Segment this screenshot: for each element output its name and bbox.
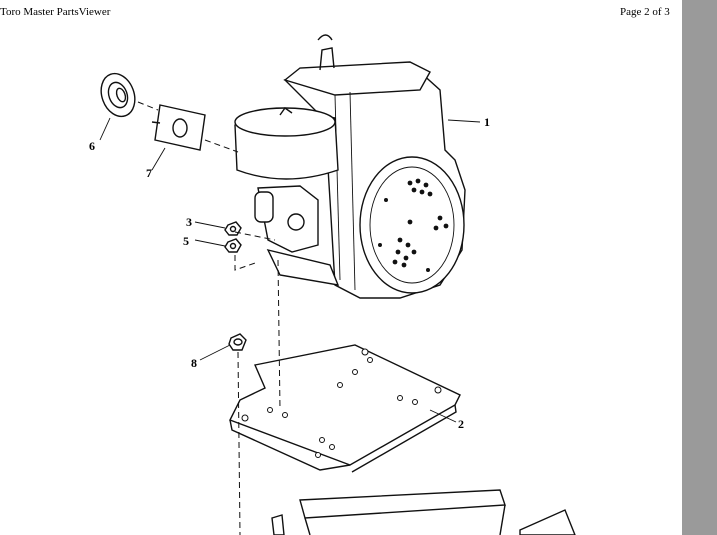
- frame-fragment: [271, 489, 576, 535]
- document-page: Toro Master PartsViewer Page 2 of 3: [0, 6, 670, 535]
- scrollbar[interactable]: [682, 0, 717, 535]
- nut-parts: [224, 221, 242, 253]
- mount-nut-part: [228, 333, 247, 351]
- parts-diagram: 1 2 3 5 6 7 8: [89, 34, 576, 535]
- gasket-part: [151, 104, 206, 151]
- callout-5: 5: [183, 234, 189, 248]
- assembly-lines: [137, 101, 281, 535]
- page-indicator: Page 2 of 3: [620, 6, 670, 18]
- leader-lines: [99, 117, 481, 423]
- mounting-plate: [229, 344, 461, 473]
- callout-8: 8: [191, 356, 197, 370]
- callout-1: 1: [484, 115, 490, 129]
- viewer-title: Toro Master PartsViewer: [0, 6, 111, 18]
- callout-3: 3: [186, 215, 192, 229]
- callout-6: 6: [89, 139, 95, 153]
- seal-part: [100, 72, 136, 118]
- callout-7: 7: [146, 166, 152, 180]
- callout-2: 2: [458, 417, 464, 431]
- engine-assembly: [234, 34, 466, 299]
